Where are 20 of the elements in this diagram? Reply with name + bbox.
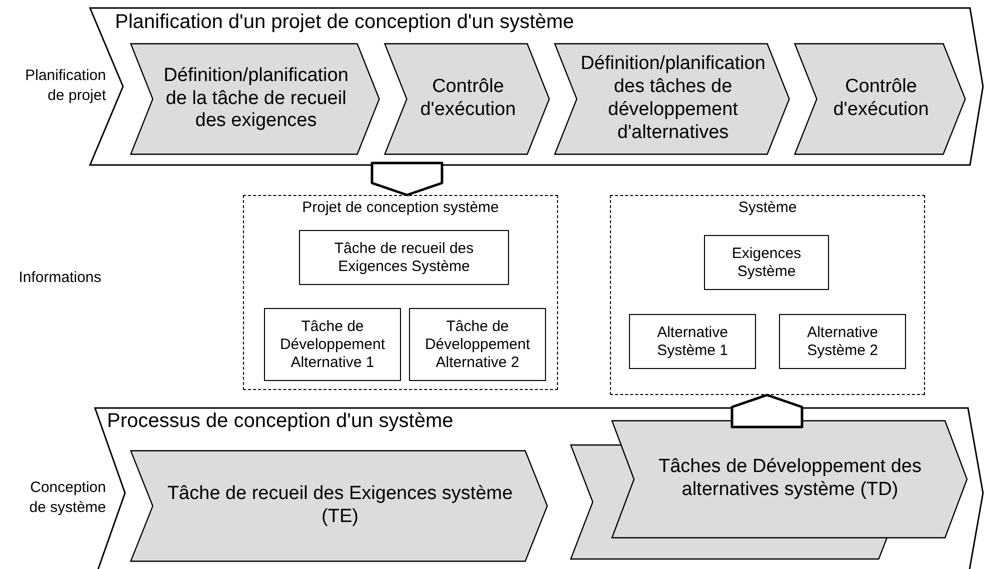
process-step: Contrôle d'exécution <box>794 43 966 155</box>
process-step: Tâche de recueil des Exigences système (TE) <box>130 450 548 562</box>
process-step: Définition/planification des tâches de développement d'alternatives <box>554 43 790 155</box>
dashed-container <box>610 195 925 395</box>
info-box: Alternative Système 1 <box>629 314 756 369</box>
process-step: Contrôle d'exécution <box>384 43 550 155</box>
process-step: Définition/planification de la tâche de recueil des exigences <box>130 43 380 155</box>
info-box: Tâche de recueil des Exigences Système <box>299 230 509 285</box>
dashed-container <box>243 195 558 390</box>
info-box: Alternative Système 2 <box>779 314 906 369</box>
info-box: Tâche de Développement Alternative 1 <box>264 308 401 381</box>
info-box: Tâche de Développement Alternative 2 <box>409 308 546 381</box>
info-box: Exigences Système <box>704 235 829 290</box>
group-title: Projet de conception système <box>301 199 500 216</box>
group-title: Système <box>737 199 798 216</box>
group-title: Processus de conception d'un système <box>107 410 454 433</box>
row-label: Planification de projet <box>24 66 106 105</box>
row-label: Conception de système <box>28 478 106 517</box>
row-label: Informations <box>18 268 102 288</box>
group-title: Planification d'un projet de conception d'un système <box>115 11 574 34</box>
